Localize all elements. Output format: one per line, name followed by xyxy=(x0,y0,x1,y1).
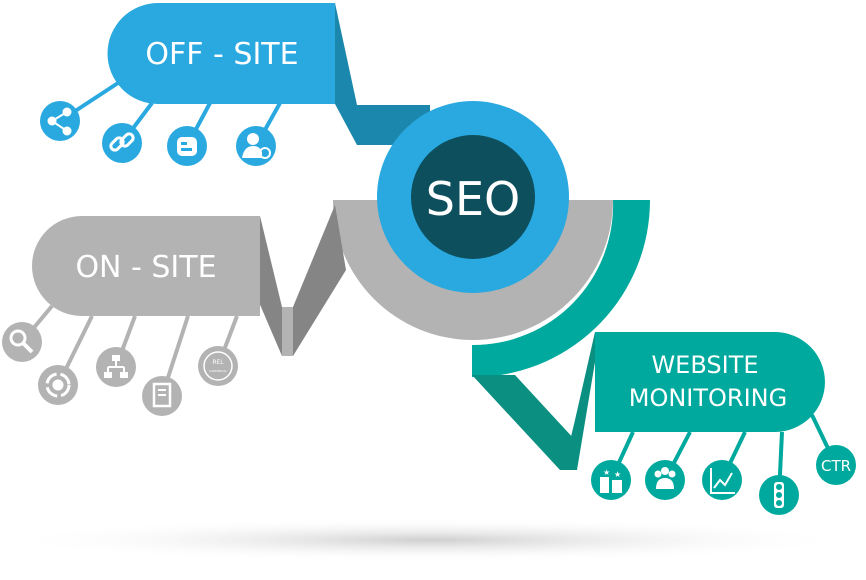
monitoring-group: WEBSITE MONITORING ★ ★ CTR xyxy=(591,332,856,515)
ctr-icon xyxy=(816,445,856,485)
monitoring-label-line1: WEBSITE xyxy=(651,351,758,379)
ctr-text: CTR xyxy=(821,457,851,475)
user-sync-icon xyxy=(236,126,276,166)
seo-label: SEO xyxy=(426,172,520,226)
on-site-ribbon xyxy=(258,205,346,356)
seo-core xyxy=(411,135,535,259)
monitoring-label-line2: MONITORING xyxy=(629,384,787,412)
off-site-group: OFF - SITE xyxy=(40,3,336,166)
monitoring-pill xyxy=(595,332,825,432)
off-site-ribbon xyxy=(335,3,430,145)
off-site-label: OFF - SITE xyxy=(145,37,298,72)
rel-text: REL xyxy=(212,359,224,366)
svg-text:★: ★ xyxy=(603,468,610,477)
on-site-label: ON - SITE xyxy=(75,250,216,285)
off-site-pill xyxy=(107,3,336,104)
share-icon xyxy=(40,101,80,141)
on-site-pill xyxy=(32,216,260,316)
canonical-text: CANONICAL xyxy=(209,369,227,373)
svg-text:★: ★ xyxy=(614,470,621,479)
ranking-icon xyxy=(591,460,631,500)
monitoring-ribbon xyxy=(472,200,651,470)
floor-shadow xyxy=(0,518,860,562)
on-site-group: ON - SITE REL CANONICAL xyxy=(2,216,260,416)
